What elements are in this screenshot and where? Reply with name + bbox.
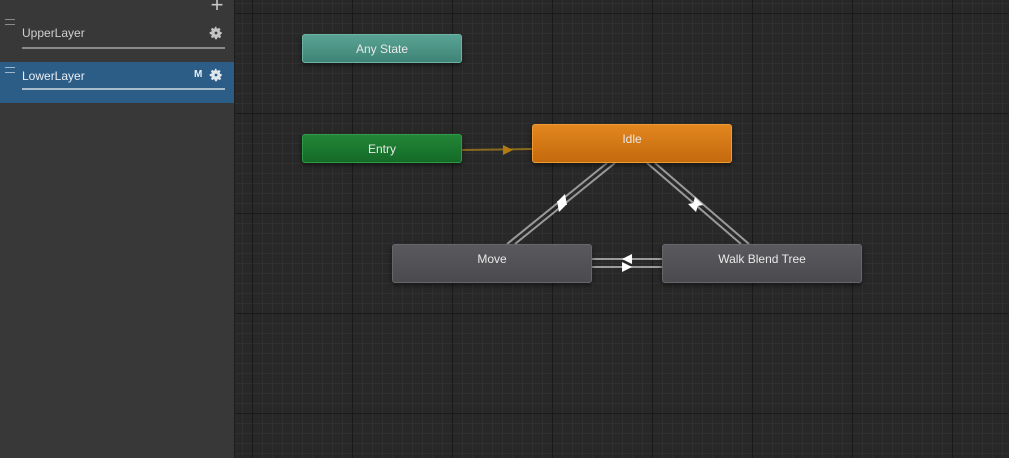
transition-arrow-icon [503,145,513,155]
state-idle[interactable]: Idle [532,124,732,163]
transition-arrow-icon [622,262,632,272]
mask-badge: M [194,69,203,80]
transition-arrow-icon [692,197,703,207]
layer-weight-slider[interactable] [22,47,225,49]
layer-name: UpperLayer [22,26,85,40]
layer-name: LowerLayer [22,69,85,83]
gear-icon[interactable] [209,26,223,40]
state-move[interactable]: Move [392,244,592,283]
drag-handle-icon[interactable] [5,67,15,73]
transition-arrow-icon [622,254,632,264]
state-machine-graph[interactable]: Any State Entry Idle Move Walk Blend Tre… [235,0,1009,458]
state-label: Idle [622,132,642,146]
gear-icon[interactable] [209,68,223,82]
layer-item-upperlayer[interactable]: UpperLayer [0,14,234,55]
state-label: Walk Blend Tree [718,252,806,266]
transition-idle-move[interactable] [506,162,608,245]
layer-item-lowerlayer[interactable]: LowerLayer M [0,62,234,103]
transitions-layer [461,145,750,272]
add-layer-button[interactable]: + [210,0,224,17]
layer-weight-slider[interactable] [22,88,225,90]
state-any-state[interactable]: Any State [302,34,462,63]
transition-entry-idle[interactable] [461,148,533,151]
state-label: Any State [355,42,409,56]
state-entry[interactable]: Entry [302,134,462,163]
state-walk-blend-tree[interactable]: Walk Blend Tree [662,244,862,283]
state-label: Entry [367,142,396,156]
layers-panel: + UpperLayer LowerLayer M [0,0,235,458]
drag-handle-icon[interactable] [5,19,15,25]
state-label: Move [477,252,507,266]
transition-walk-idle[interactable] [654,162,750,245]
transition-arrow-icon [557,201,567,212]
